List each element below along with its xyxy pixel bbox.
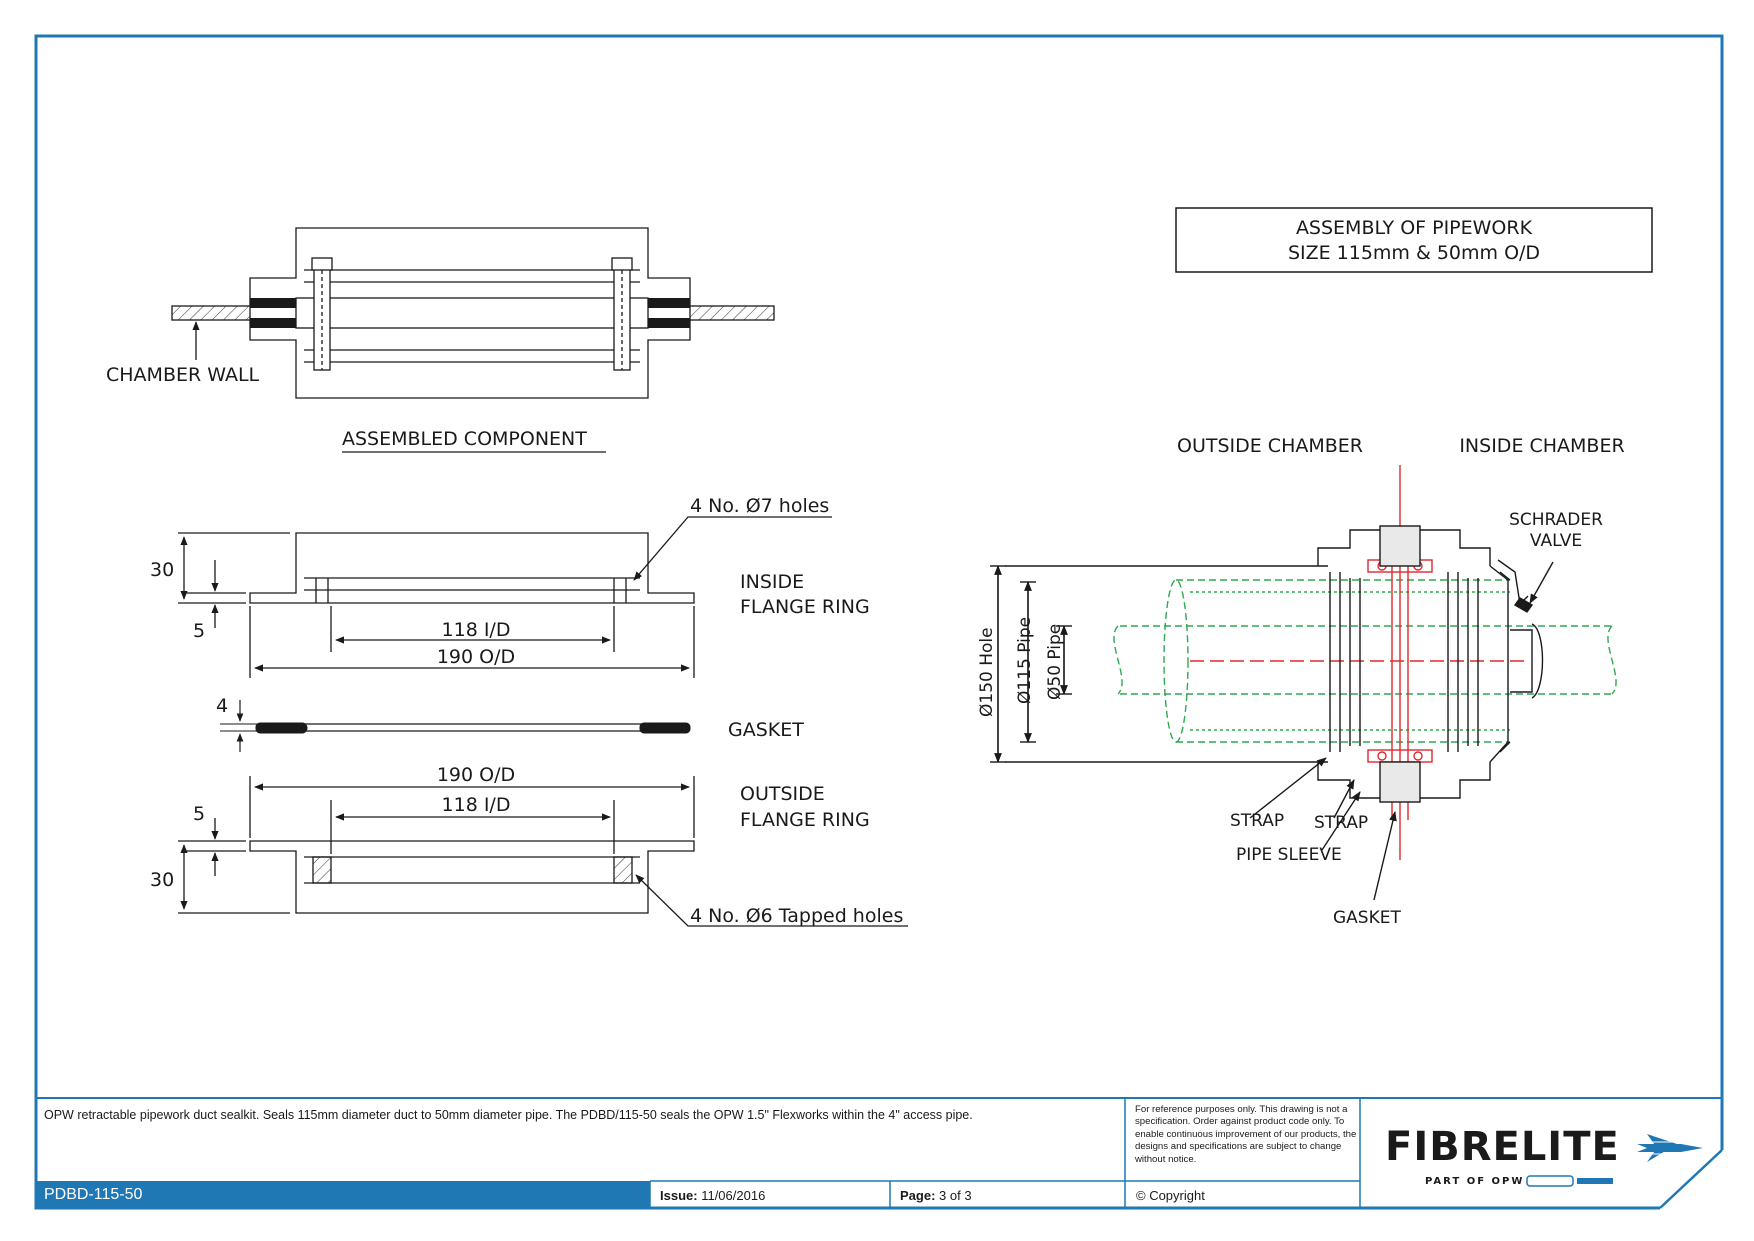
assembled-component-label: ASSEMBLED COMPONENT: [342, 428, 587, 450]
dim-118-id-inside: 118 I/D: [442, 619, 511, 641]
page-cell: Page: 3 of 3: [900, 1188, 972, 1203]
dim-5-outside: 5: [193, 803, 205, 825]
parent-bar-icon: [1577, 1178, 1613, 1184]
dim-4-gasket: 4: [216, 695, 228, 717]
inside-flange-ring-view: [178, 516, 832, 678]
inside-chamber-label: INSIDE CHAMBER: [1459, 435, 1624, 457]
title-line-2: SIZE 115mm & 50mm O/D: [1288, 242, 1540, 264]
issue-value: 11/06/2016: [701, 1188, 766, 1203]
holes-6-label: 4 No. Ø6 Tapped holes: [690, 905, 903, 927]
outside-flange-ring-view: [178, 776, 908, 927]
page-label: Page:: [900, 1188, 936, 1203]
disclaimer-note: For reference purposes only. This drawin…: [1135, 1104, 1357, 1165]
holes-7-label: 4 No. Ø7 holes: [690, 495, 829, 517]
gasket-label: GASKET: [728, 719, 804, 741]
dim-190-od-inside: 190 O/D: [437, 646, 515, 668]
copyright: © Copyright: [1136, 1188, 1205, 1203]
assembly-gasket-label: GASKET: [1333, 908, 1401, 928]
schrader-label-1: SCHRADER: [1509, 510, 1603, 530]
brand-subline: PART OF OPW: [1425, 1176, 1524, 1187]
title-line-1: ASSEMBLY OF PIPEWORK: [1296, 217, 1533, 239]
dim-30-outside: 30: [150, 869, 174, 891]
schrader-label-2: VALVE: [1530, 531, 1582, 551]
product-description: OPW retractable pipework duct sealkit. S…: [44, 1108, 973, 1122]
dim-190-od-outside: 190 O/D: [437, 764, 515, 786]
outside-flange-label-1: OUTSIDE: [740, 783, 825, 805]
hole-150-label: Ø150 Hole: [977, 627, 997, 717]
chamber-wall-label: CHAMBER WALL: [106, 364, 260, 386]
assembled-component-view: [171, 227, 775, 399]
dim-5-inside: 5: [193, 620, 205, 642]
issue-cell: Issue: 11/06/2016: [660, 1188, 765, 1203]
pipe-50-label: Ø50 Pipe: [1045, 624, 1065, 700]
pipe-sleeve-label: PIPE SLEEVE: [1236, 845, 1342, 865]
parent-badge-icon: [1526, 1175, 1574, 1187]
drawing-title-box: ASSEMBLY OF PIPEWORK SIZE 115mm & 50mm O…: [1175, 207, 1653, 273]
pipe-115-label: Ø115 Pipe: [1015, 617, 1035, 704]
fibrelite-logo: FIBRELITE PART OF OPW: [1385, 1124, 1703, 1187]
assembly-section-view: [990, 465, 1617, 901]
issue-label: Issue:: [660, 1188, 698, 1203]
gasket-view: [220, 700, 691, 752]
page-value: 3 of 3: [939, 1188, 972, 1203]
dim-30-inside: 30: [150, 559, 174, 581]
inside-flange-label-1: INSIDE: [740, 571, 804, 593]
part-number: PDBD-115-50: [44, 1186, 143, 1203]
inside-flange-label-2: FLANGE RING: [740, 596, 870, 618]
strap-label-2: STRAP: [1314, 813, 1368, 833]
sheet-border: [34, 34, 1724, 1210]
outside-chamber-label: OUTSIDE CHAMBER: [1177, 435, 1363, 457]
brand-arrow-icon: [1637, 1134, 1703, 1162]
strap-label-1: STRAP: [1230, 811, 1284, 831]
dim-118-id-outside: 118 I/D: [442, 794, 511, 816]
brand-wordmark: FIBRELITE: [1385, 1124, 1620, 1170]
outside-flange-label-2: FLANGE RING: [740, 809, 870, 831]
